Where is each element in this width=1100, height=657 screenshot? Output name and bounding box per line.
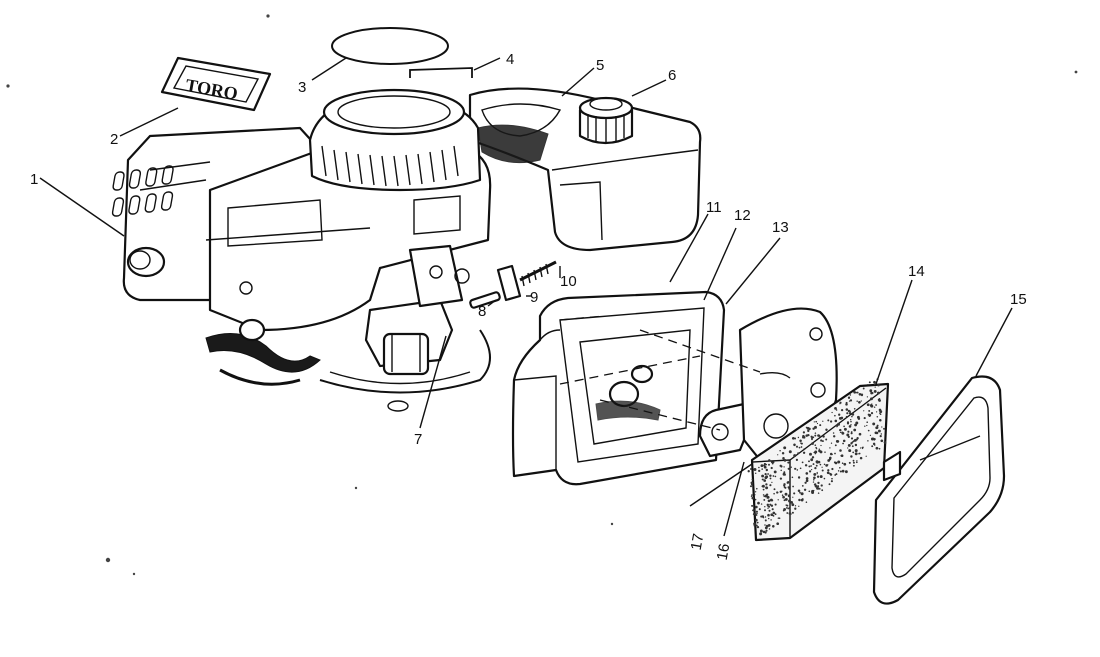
callout-5: 5	[596, 57, 604, 74]
callout-3: 3	[298, 79, 306, 96]
callout-9: 9	[530, 289, 538, 306]
callout-15: 15	[1010, 291, 1027, 308]
callout-8: 8	[478, 303, 486, 320]
foam-texture	[747, 378, 887, 536]
cooling-slots	[111, 165, 174, 217]
part-6-fuel-cap	[578, 96, 634, 145]
callout-12: 12	[734, 207, 751, 224]
part-5-fuel-tank	[468, 87, 702, 252]
assembly-dashed-lines	[559, 315, 761, 431]
part-4-plate	[409, 67, 473, 78]
leader-lines	[39, 57, 1013, 537]
callout-1: 1	[30, 171, 38, 188]
engine-shroud	[111, 88, 492, 332]
part-11-air-cleaner-base	[511, 290, 726, 486]
part-15-filter-cover	[872, 375, 1006, 605]
part-2-decal: TORO	[160, 56, 272, 112]
part-14-foam-filter	[747, 378, 890, 542]
callout-2: 2	[110, 131, 118, 148]
callout-16: 16	[714, 542, 734, 561]
callout-14: 14	[908, 263, 925, 280]
callout-10: 10	[560, 273, 577, 290]
callout-13: 13	[772, 219, 789, 236]
callout-11: 11	[706, 199, 722, 216]
callout-labels: 1 2 3 4 5 6 7 8 9 10 11 12 13 14 15 16 1…	[30, 51, 1027, 562]
part-3-gasket-ring	[331, 27, 449, 65]
carburetor-assembly	[205, 244, 557, 412]
callout-7: 7	[414, 431, 422, 448]
callout-6: 6	[668, 67, 676, 84]
callout-4: 4	[506, 51, 514, 68]
scan-marks	[6, 14, 1078, 576]
callout-17: 17	[688, 532, 708, 551]
